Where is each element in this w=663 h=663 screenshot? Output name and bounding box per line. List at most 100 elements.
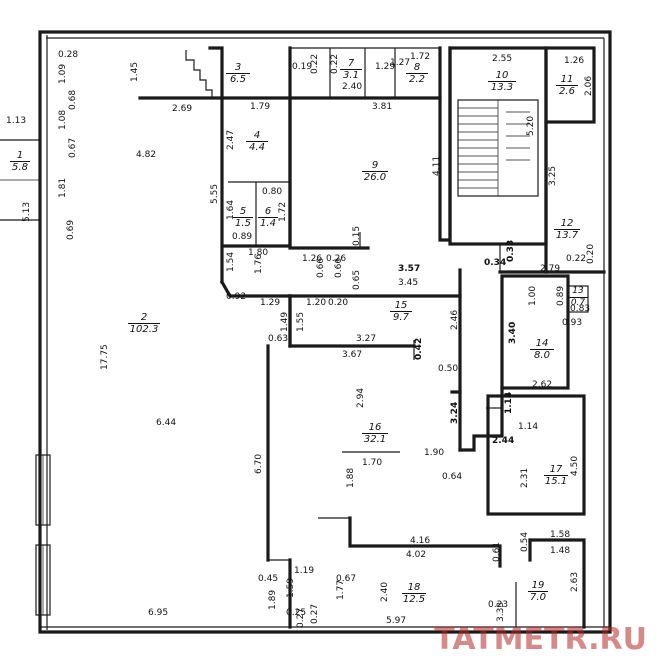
room-number: 9 — [371, 160, 379, 171]
room-number: 2 — [140, 312, 148, 323]
dimension: 0.66 — [334, 257, 344, 278]
dimension: 2.40 — [342, 82, 363, 92]
room-area: 3.1 — [340, 69, 362, 81]
room-area: 13.7 — [554, 229, 580, 241]
dimension: 1.54 — [226, 251, 236, 272]
room-number: 8 — [413, 62, 421, 73]
room-19-label: 19 7.0 — [528, 580, 548, 603]
room-10-label: 10 13.3 — [488, 70, 516, 93]
dimension: 0.25 — [286, 608, 307, 618]
dimension: 0.61 — [492, 541, 502, 562]
room-3-label: 3 6.5 — [226, 62, 250, 85]
room-area: 9.7 — [390, 311, 412, 323]
dimension: 6.70 — [254, 453, 264, 474]
dimension: 0.66 — [316, 257, 326, 278]
dimension: 3.67 — [342, 350, 363, 360]
dimension: 6.44 — [156, 418, 177, 428]
dimension: 1.72 — [410, 52, 431, 62]
room-2-label: 2 102.3 — [128, 312, 160, 335]
room-area: 13.3 — [488, 81, 516, 93]
dimension: 1.88 — [346, 467, 356, 488]
dimension: 0.63 — [268, 334, 289, 344]
room-area: 0.7 — [568, 297, 588, 309]
dimension: 3.45 — [398, 278, 419, 288]
dimension: 5.55 — [210, 183, 220, 204]
room-7-label: 7 3.1 — [340, 58, 362, 81]
dimension: 1.70 — [362, 458, 383, 468]
dimension: 0.83 — [570, 304, 591, 314]
room-15-label: 15 9.7 — [390, 300, 412, 323]
room-number: 13 — [572, 286, 584, 296]
dimension: 3.81 — [372, 102, 393, 112]
dimension: 0.23 — [488, 600, 509, 610]
dimension: 1.08 — [58, 109, 68, 130]
room-number: 7 — [347, 58, 355, 69]
room-number: 5 — [239, 206, 247, 217]
dimension: 1.90 — [424, 448, 445, 458]
dimension: 1.14 — [518, 422, 539, 432]
dimension: 1.58 — [550, 530, 571, 540]
dimension: 4.02 — [406, 550, 427, 560]
dimension: 1.09 — [58, 63, 68, 84]
dimension: 2.47 — [226, 129, 236, 150]
dimension: 1.64 — [226, 199, 236, 220]
dimension: 1.29 — [260, 298, 281, 308]
dimension: 1.13 — [6, 116, 27, 126]
room15-wall — [288, 294, 462, 394]
room-number: 19 — [531, 580, 545, 591]
room19-wall — [528, 538, 586, 629]
room-area: 2.6 — [556, 85, 578, 97]
dimension: 0.26 — [326, 254, 347, 264]
dimension: 0.89 — [232, 232, 253, 242]
room-17-label: 17 15.1 — [544, 464, 568, 487]
room-number: 12 — [560, 218, 574, 229]
dimension: 1.26 — [564, 56, 585, 66]
dimension: 1.89 — [268, 589, 278, 610]
room-number: 11 — [560, 74, 574, 85]
dimension: 0.27 — [296, 607, 306, 628]
dimension: 1.72 — [278, 201, 288, 222]
dimension: 0.54 — [520, 531, 530, 552]
room-area: 26.0 — [362, 171, 388, 183]
dimension: 3.40 — [508, 321, 518, 344]
dimension: 1.00 — [528, 285, 538, 306]
watermark: TATMETR.RU — [434, 622, 647, 657]
dimension: 4.50 — [570, 455, 580, 476]
dimension: 0.69 — [66, 219, 76, 240]
dimension: 0.80 — [262, 187, 283, 197]
dimension: 2.94 — [356, 387, 366, 408]
room-11-label: 11 2.6 — [556, 74, 578, 97]
dimension: 2.06 — [584, 75, 594, 96]
dimension: 0.89 — [556, 285, 566, 306]
dimension: 1.49 — [280, 311, 290, 332]
room17-wall — [486, 394, 586, 516]
dimension: 5.13 — [22, 201, 32, 222]
room-area: 1.4 — [258, 217, 278, 229]
room-9-label: 9 26.0 — [362, 160, 388, 183]
dimension: 0.64 — [442, 472, 463, 482]
room11-wall — [544, 46, 596, 124]
room-5-label: 5 1.5 — [233, 206, 253, 229]
dimension: 1.29 — [375, 62, 396, 72]
dimension: 1.76 — [254, 253, 264, 274]
dimension: 1.79 — [250, 102, 271, 112]
dimension: 0.20 — [328, 298, 349, 308]
room-number: 14 — [535, 338, 549, 349]
dimension: 3.27 — [356, 334, 377, 344]
dimension: 1.26 — [302, 254, 323, 264]
dimension: 1.14 — [504, 391, 514, 414]
dimension: 0.27 — [310, 603, 320, 624]
dimension: 0.42 — [414, 337, 424, 360]
dimension: 2.69 — [172, 104, 193, 114]
room-number: 4 — [253, 130, 261, 141]
dimension: 1.19 — [294, 566, 315, 576]
dimension: 3.25 — [548, 165, 558, 186]
room-number: 6 — [264, 206, 272, 217]
dimension: 0.50 — [438, 364, 459, 374]
dimension: 1.77 — [336, 579, 346, 600]
dimension: 0.22 — [566, 254, 587, 264]
dimension: 0.33 — [506, 239, 516, 262]
dimension: 0.15 — [352, 225, 362, 246]
